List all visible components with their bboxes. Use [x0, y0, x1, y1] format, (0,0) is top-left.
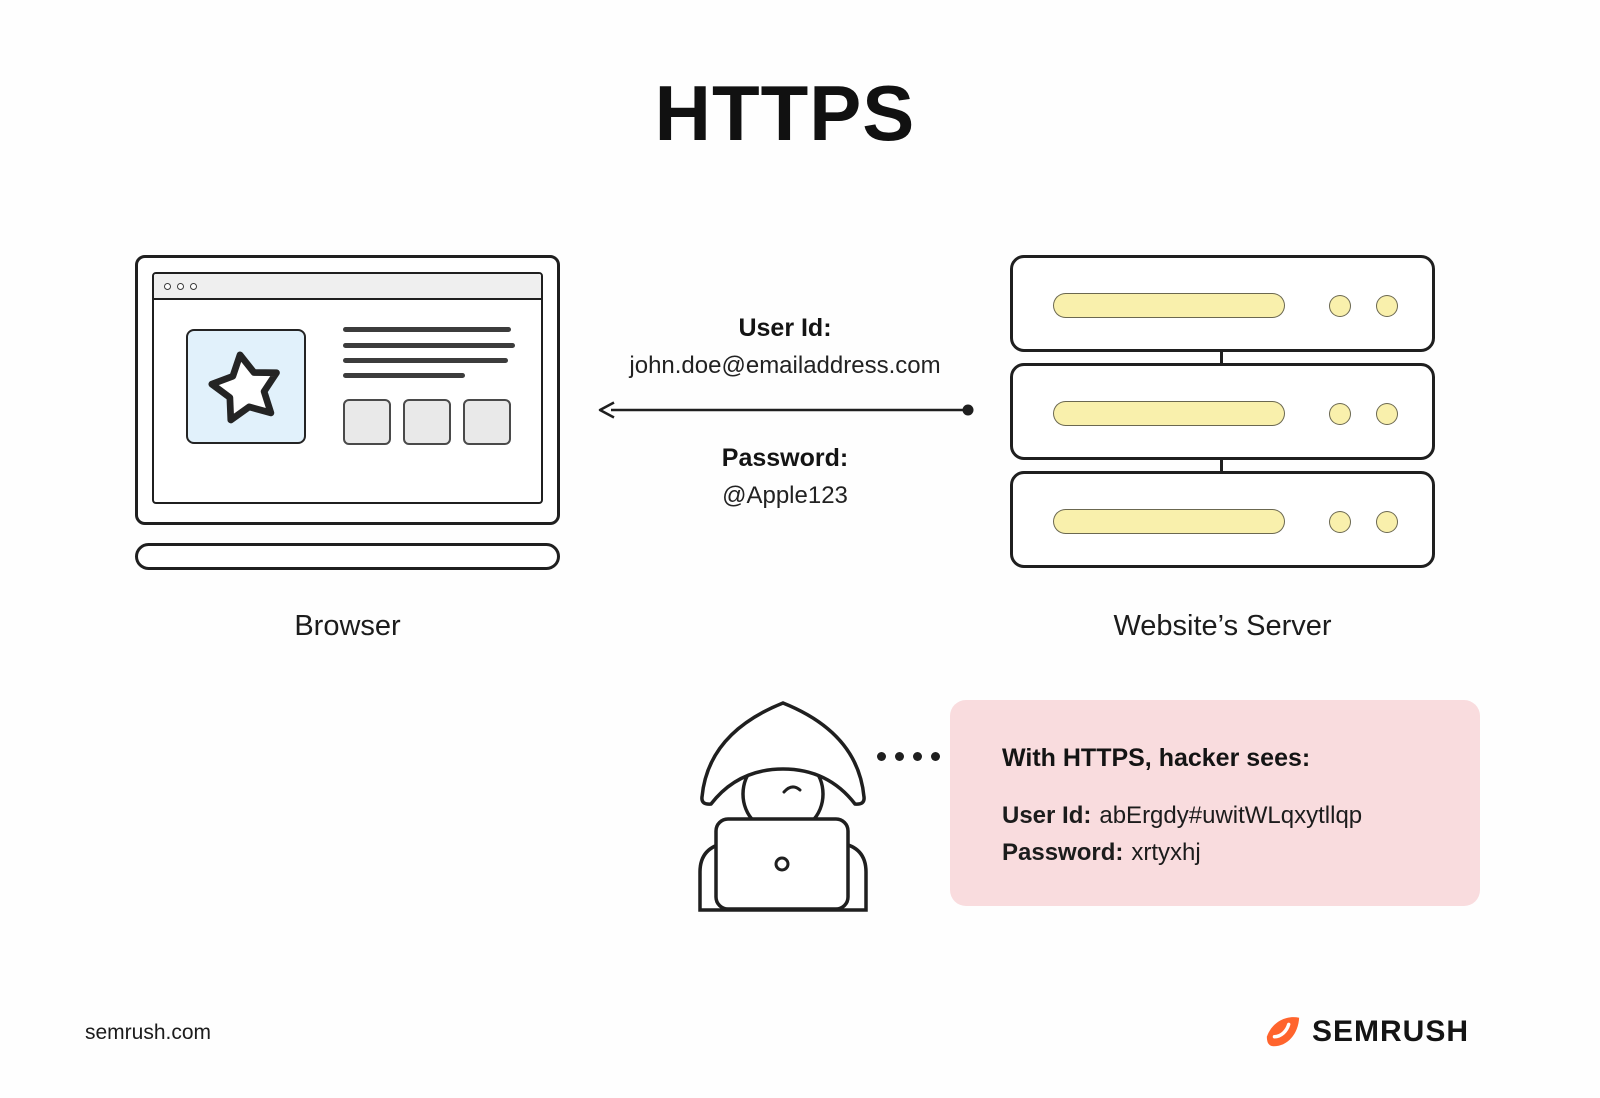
star-icon	[208, 351, 280, 423]
panel-password-line: Password: xrtyxhj	[1002, 834, 1444, 871]
userid-label: User Id:	[738, 314, 832, 342]
panel-heading: With HTTPS, hacker sees:	[1002, 744, 1311, 772]
server-label: Website’s Server	[1113, 610, 1332, 642]
panel-userid-value: abErgdy#uwitWLqxytllqp	[1099, 802, 1363, 829]
thumbnail-placeholder	[343, 399, 391, 445]
password-value: @Apple123	[722, 482, 848, 509]
transfer-userid-block: User Id: john.doe@emailaddress.com	[565, 314, 1005, 380]
browser-screen	[152, 272, 543, 504]
image-placeholder	[186, 329, 306, 444]
hacker-sees-panel: With HTTPS, hacker sees: User Id: abErgdy…	[950, 700, 1480, 906]
semrush-flame-icon	[1266, 1017, 1300, 1047]
text-line	[343, 358, 508, 363]
laptop-base	[135, 543, 560, 570]
transfer-password-block: Password: @Apple123	[565, 444, 1005, 510]
hooded-hacker-icon	[698, 701, 868, 912]
panel-password-value: xrtyxhj	[1131, 839, 1201, 866]
server-drive-bar	[1053, 509, 1285, 534]
server-connector	[1220, 460, 1223, 471]
server-led-icon	[1376, 295, 1398, 317]
thumbnail-placeholder	[403, 399, 451, 445]
site-url: semrush.com	[85, 1021, 212, 1044]
thumbnail-placeholder	[463, 399, 511, 445]
server-drive-bar	[1053, 293, 1285, 318]
panel-password-label: Password:	[1002, 839, 1124, 866]
server-unit	[1010, 363, 1435, 460]
browser-content	[154, 300, 541, 502]
text-line	[343, 343, 515, 348]
userid-value: john.doe@emailaddress.com	[629, 352, 941, 379]
semrush-wordmark: SEMRUSH	[1312, 1015, 1470, 1048]
server-illustration	[1010, 255, 1435, 568]
connection-dots-icon	[877, 752, 940, 761]
browser-illustration	[135, 255, 560, 571]
password-label: Password:	[721, 444, 849, 472]
panel-userid-line: User Id: abErgdy#uwitWLqxytllqp	[1002, 797, 1444, 834]
server-connector	[1220, 352, 1223, 363]
server-drive-bar	[1053, 401, 1285, 426]
server-led-icon	[1329, 403, 1351, 425]
browser-titlebar	[154, 274, 541, 300]
server-led-icon	[1329, 295, 1351, 317]
server-unit	[1010, 255, 1435, 352]
server-led-icon	[1329, 511, 1351, 533]
server-unit	[1010, 471, 1435, 568]
server-led-icon	[1376, 511, 1398, 533]
arrow-left-icon	[598, 401, 974, 419]
server-led-icon	[1376, 403, 1398, 425]
window-dot-icon	[190, 282, 197, 290]
diagram-title: HTTPS	[654, 69, 916, 157]
text-line	[343, 373, 465, 378]
semrush-logo: SEMRUSH	[1264, 1013, 1469, 1051]
window-dot-icon	[164, 282, 171, 290]
text-line	[343, 327, 511, 332]
browser-label: Browser	[294, 610, 401, 642]
panel-userid-label: User Id:	[1002, 802, 1092, 829]
window-dot-icon	[177, 282, 184, 290]
browser-window	[135, 255, 560, 525]
